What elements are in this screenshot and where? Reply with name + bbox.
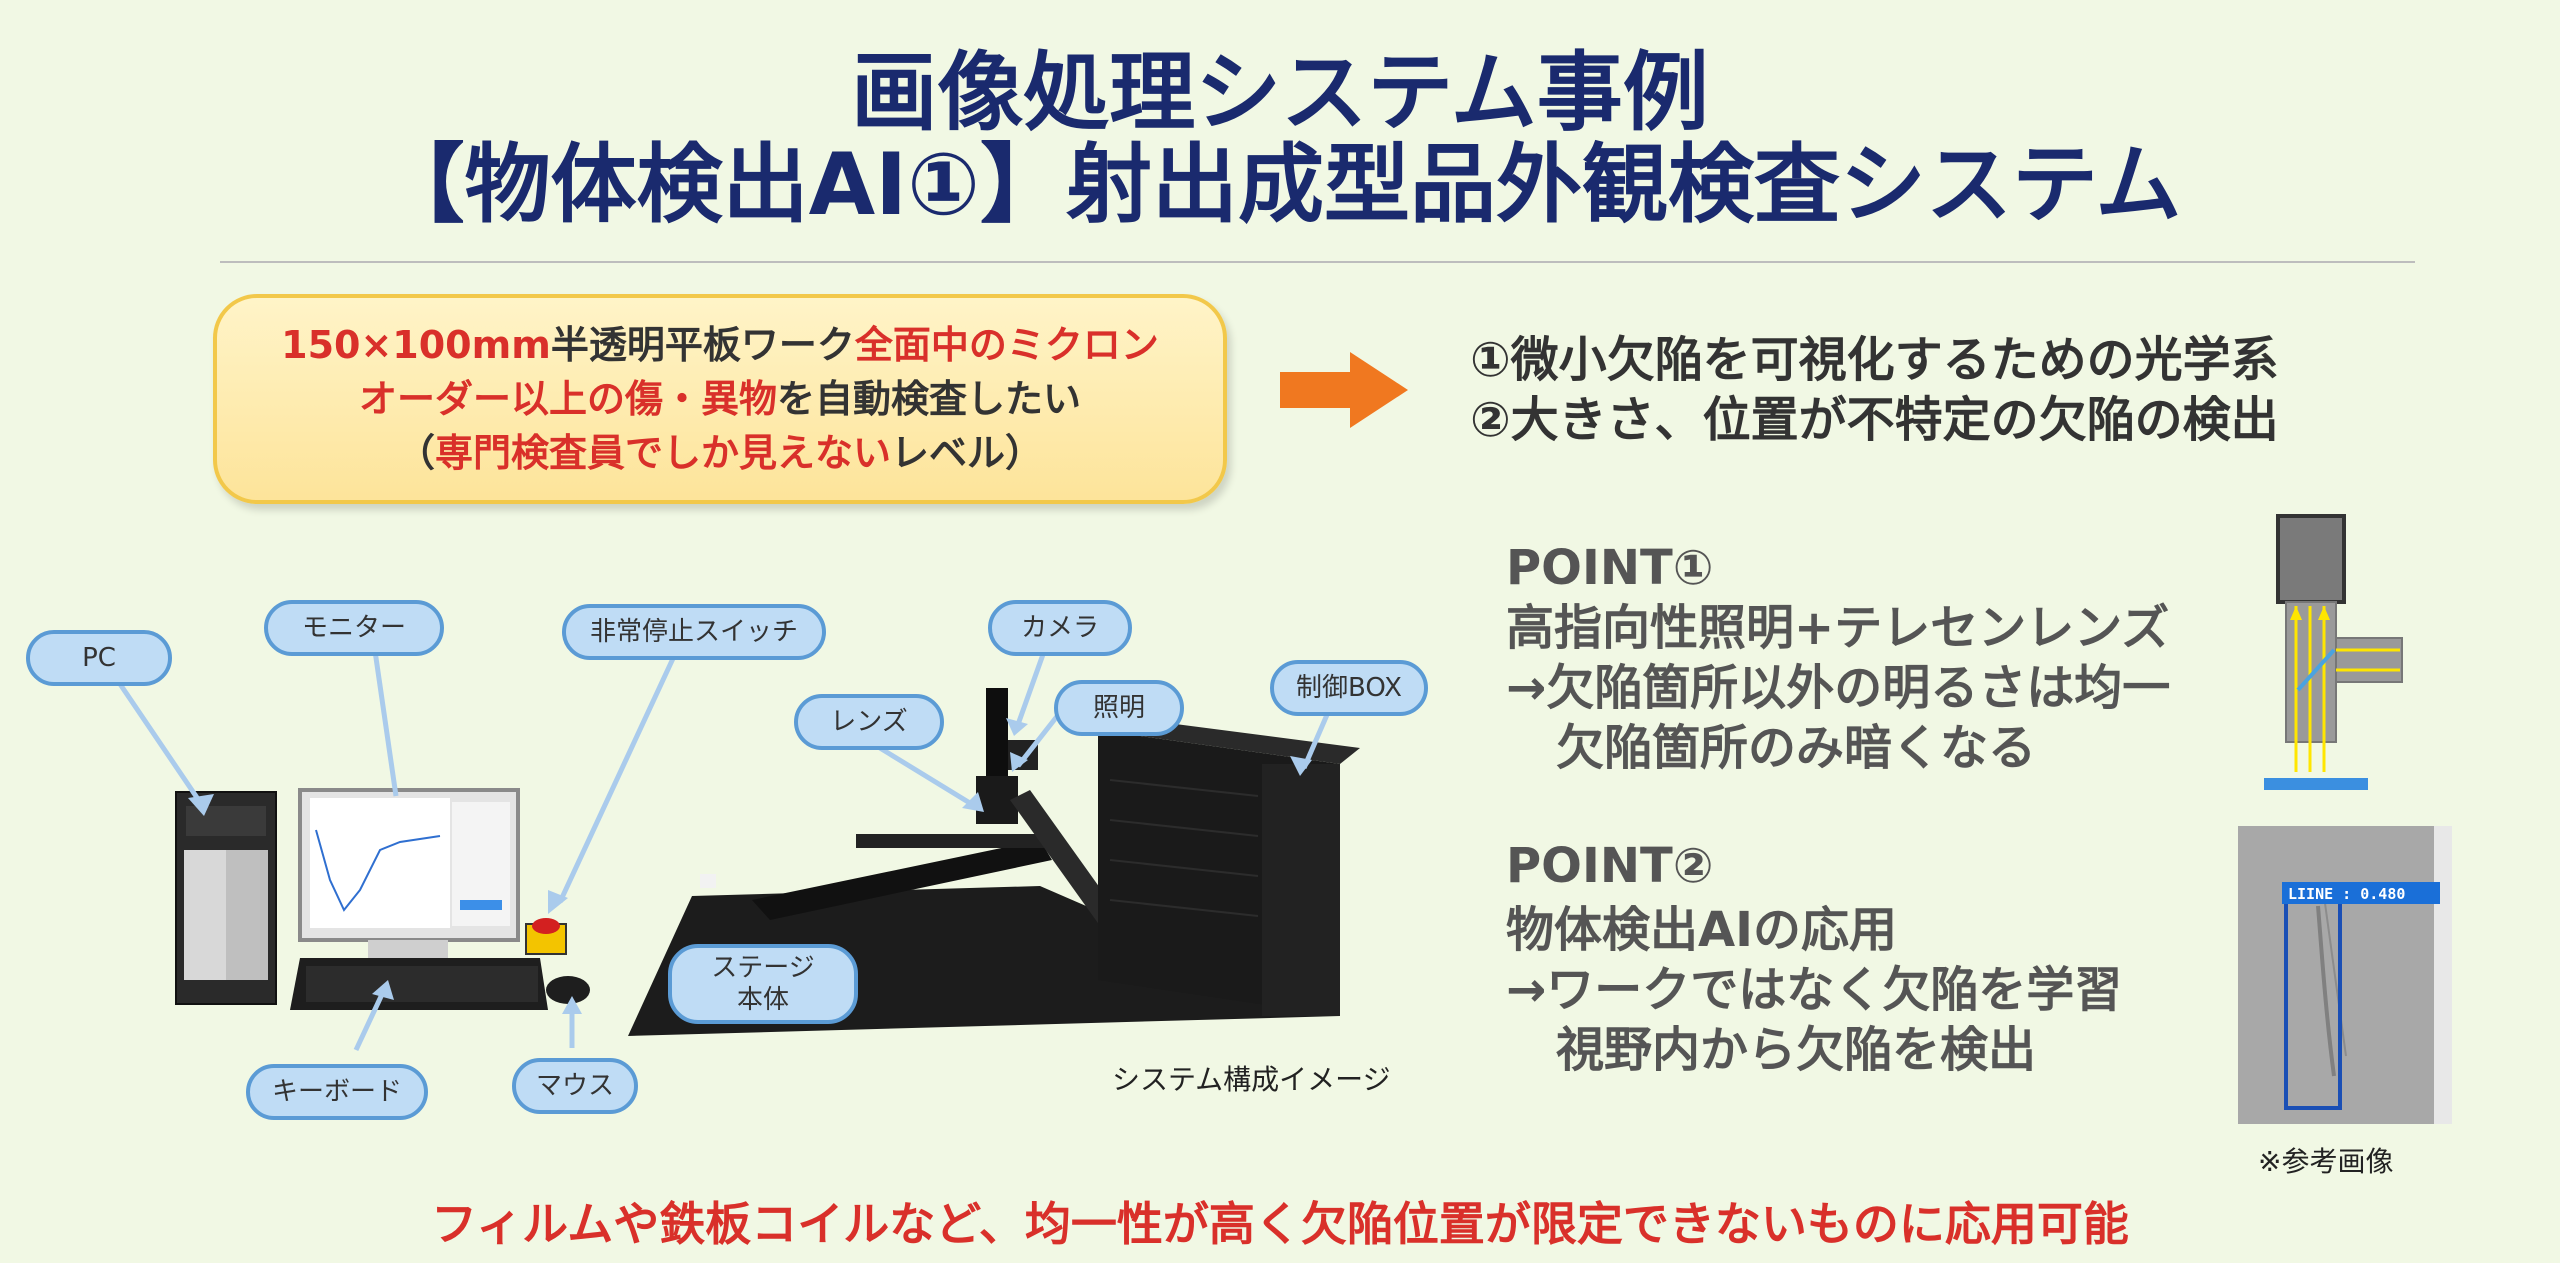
callout-camera: カメラ bbox=[988, 600, 1132, 656]
problem-paren-open: （ bbox=[396, 431, 435, 475]
point2-heading: POINT② bbox=[1506, 838, 1714, 894]
callout-emergency-stop: 非常停止スイッチ bbox=[562, 604, 826, 660]
system-caption: システム構成イメージ bbox=[1112, 1063, 1391, 1096]
detection-label: LIINE : 0.480 bbox=[2288, 885, 2405, 903]
task-1: ①微小欠陥を可視化するための光学系 bbox=[1470, 332, 2279, 388]
problem-size: 150×100mm bbox=[281, 323, 551, 367]
problem-level-desc: 専門検査員でしか見えない bbox=[434, 431, 891, 475]
problem-defects: オーダー以上の傷・異物 bbox=[358, 377, 777, 421]
callout-control-box: 制御BOX bbox=[1270, 660, 1428, 716]
point1-line-3: 欠陥箇所のみ暗くなる bbox=[1556, 720, 2037, 776]
problem-line-1: 150×100mm半透明平板ワーク全面中のミクロン bbox=[281, 318, 1159, 372]
callout-light: 照明 bbox=[1054, 680, 1184, 736]
page-title-line2: 【物体検出AI①】射出成型品外観検査システム bbox=[378, 135, 2182, 235]
problem-line-2: オーダー以上の傷・異物を自動検査したい bbox=[359, 372, 1081, 426]
point1-heading: POINT① bbox=[1506, 540, 1714, 596]
reference-detection-image: LIINE : 0.480 bbox=[2238, 826, 2452, 1124]
callout-keyboard: キーボード bbox=[246, 1064, 428, 1120]
problem-work: 半透明平板ワーク bbox=[550, 323, 855, 367]
point1-line-2: →欠陥箇所以外の明るさは均一 bbox=[1506, 660, 2171, 716]
reference-caption: ※参考画像 bbox=[2258, 1145, 2394, 1178]
callout-pc: PC bbox=[26, 630, 172, 686]
problem-statement-box: 150×100mm半透明平板ワーク全面中のミクロン オーダー以上の傷・異物を自動… bbox=[213, 294, 1227, 504]
problem-level: レベル） bbox=[891, 431, 1044, 475]
arrow-right-icon bbox=[1280, 352, 1408, 428]
callout-mouse: マウス bbox=[512, 1058, 638, 1114]
callout-stage-body: ステージ 本体 bbox=[668, 944, 858, 1024]
point2-line-3: 視野内から欠陥を検出 bbox=[1556, 1022, 2037, 1078]
point1-line-1: 高指向性照明+テレセンレンズ bbox=[1506, 600, 2170, 656]
footer-note: フィルムや鉄板コイルなど、均一性が高く欠陥位置が限定できないものに応用可能 bbox=[431, 1197, 2129, 1251]
callout-stage-line2: 本体 bbox=[736, 985, 789, 1015]
problem-scope: 全面中のミクロン bbox=[854, 323, 1159, 367]
problem-line-3: （専門検査員でしか見えないレベル） bbox=[397, 426, 1043, 480]
optical-system-diagram bbox=[2264, 514, 2403, 790]
point2-line-2: →ワークではなく欠陥を学習 bbox=[1506, 962, 2123, 1018]
task-2: ②大きさ、位置が不特定の欠陥の検出 bbox=[1470, 392, 2279, 448]
callout-monitor: モニター bbox=[264, 600, 444, 656]
title-divider bbox=[220, 261, 2415, 263]
point2-line-1: 物体検出AIの応用 bbox=[1506, 902, 1898, 958]
problem-goal: を自動検査したい bbox=[777, 377, 1082, 421]
page-title-line1: 画像処理システム事例 bbox=[851, 43, 1709, 143]
callout-lens: レンズ bbox=[794, 694, 944, 750]
callout-stage-line1: ステージ bbox=[711, 953, 815, 983]
